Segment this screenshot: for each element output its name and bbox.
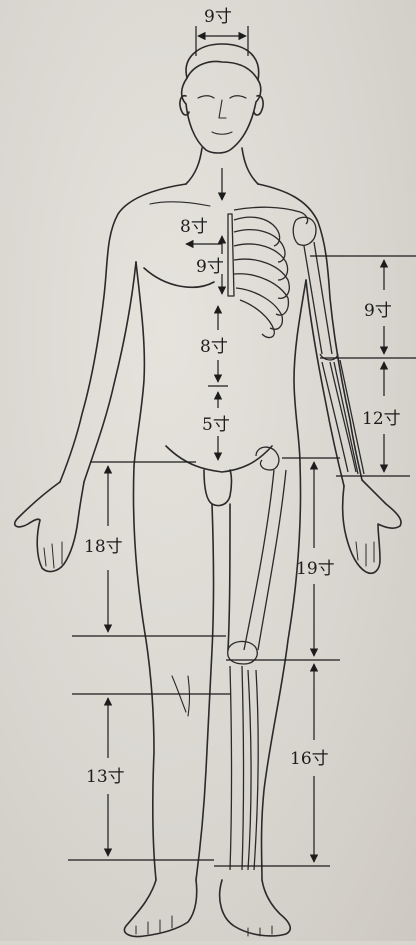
nose [219, 100, 226, 118]
femur-bone [244, 470, 286, 650]
left-knee-detail [172, 676, 190, 716]
head-outline [182, 44, 261, 153]
patella [228, 641, 258, 664]
left-foot [124, 880, 196, 937]
genital-outline [204, 470, 232, 506]
collarbone-left [150, 202, 210, 206]
rib-1 [234, 217, 280, 246]
groin-line [166, 446, 272, 472]
rib-4 [234, 259, 289, 298]
left-leg-outer [134, 466, 157, 880]
tibia-bone [230, 666, 244, 870]
left-eye [198, 96, 214, 98]
radius-bone [322, 362, 356, 472]
label-chest-mid: 9寸 [196, 257, 224, 277]
left-leg-inner [196, 504, 214, 880]
rib-2 [234, 230, 285, 262]
sternum-bone [228, 214, 234, 296]
label-chest-upper: 8寸 [180, 217, 208, 237]
right-toes [248, 926, 272, 936]
label-lower-abdomen: 5寸 [202, 415, 230, 435]
label-upper-arm: 9寸 [364, 301, 392, 321]
label-upper-abdomen: 8寸 [200, 337, 228, 357]
elbow-joint [320, 354, 338, 360]
left-fingers [44, 542, 62, 568]
fibula-bone [248, 670, 258, 870]
label-shin-outer: 16寸 [290, 749, 329, 769]
right-hand [343, 480, 401, 573]
neck-left [186, 148, 202, 184]
rib-7 [240, 300, 274, 337]
left-hand [15, 482, 84, 571]
neck-right [242, 148, 258, 184]
right-shoulder-arm-outer [258, 184, 362, 480]
left-shoulder-arm-outer [60, 184, 186, 482]
shoulder-joint [293, 217, 316, 245]
torso-right-side [294, 280, 306, 464]
right-fingers [356, 542, 374, 566]
clavicle-bone [234, 207, 308, 224]
label-thigh-inner: 18寸 [84, 537, 123, 557]
hair-outline [187, 62, 258, 80]
torso-left-side [134, 262, 144, 466]
right-leg-inner [228, 504, 230, 650]
label-head-width: 9寸 [204, 7, 232, 27]
right-foot [220, 880, 291, 936]
rib-6 [236, 288, 282, 329]
right-eye [230, 96, 246, 98]
label-shin-inner: 13寸 [86, 767, 125, 787]
label-forearm: 12寸 [362, 409, 401, 429]
label-thigh-outer: 19寸 [296, 559, 335, 579]
mouth [212, 132, 232, 134]
